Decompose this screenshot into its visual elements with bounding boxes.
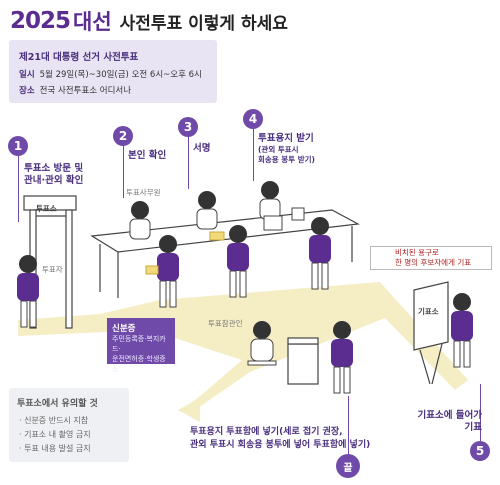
page-title: 2025 대선 사전투표 이렇게 하세요 bbox=[10, 6, 288, 36]
step-4-badge: 4 bbox=[243, 109, 263, 129]
title-election: 대선 bbox=[73, 10, 112, 34]
step-2-label: 본인 확인 bbox=[128, 150, 167, 161]
clerk-figure-3 bbox=[259, 181, 305, 221]
step-5-stem bbox=[480, 384, 481, 441]
clerk-figure-1 bbox=[129, 201, 151, 240]
hint-text: 비치된 용구로 한 명의 후보자에게 기표 bbox=[395, 248, 471, 268]
step-4-sub-line2: 회송용 봉투 받기) bbox=[258, 155, 315, 164]
voter-label: 투표자 bbox=[42, 265, 63, 274]
envelope bbox=[263, 215, 283, 231]
end-stem bbox=[348, 396, 349, 454]
voter-figure-5 bbox=[331, 321, 353, 394]
hint-line-1: 비치된 용구로 bbox=[395, 248, 439, 257]
voter-figure-1 bbox=[17, 255, 39, 328]
observer-label: 투표참관인 bbox=[208, 319, 243, 328]
marking-hint-box: 비치된 용구로 한 명의 후보자에게 기표 bbox=[370, 246, 492, 270]
step-2-badge: 2 bbox=[113, 126, 133, 146]
exit-arrow bbox=[178, 398, 200, 422]
info-date-label: 일시 bbox=[19, 70, 35, 80]
booth-sign-label: 기표소 bbox=[418, 307, 439, 316]
caution-heading: 투표소에서 유의할 것 bbox=[17, 399, 98, 409]
clerk-label: 투표사무원 bbox=[126, 188, 161, 197]
id-line-2: 운전면허증·학생증 등 bbox=[112, 355, 166, 373]
step-4-label: 투표용지 받기 (관외 투표시 회송용 봉투 받기) bbox=[258, 133, 315, 165]
end-badge: 끝 bbox=[336, 454, 360, 478]
voter-figure-6 bbox=[451, 293, 473, 368]
title-subtitle: 사전투표 이렇게 하세요 bbox=[119, 13, 288, 34]
voting-booth bbox=[413, 281, 449, 385]
caution-item-2: · 기표소 내 촬영 금지 bbox=[19, 430, 91, 439]
info-place: 장소 전국 사전투표소 어디서나 bbox=[19, 84, 131, 96]
step-3-label: 서명 bbox=[193, 143, 211, 154]
id-requirements-box: 신분증 주민등록증·복지카드· 운전면허증·학생증 등 bbox=[107, 318, 175, 373]
step-4-stem bbox=[253, 129, 254, 181]
info-date: 일시 5월 29일(목)~30일(금) 오전 6시~오후 6시 bbox=[19, 68, 202, 80]
voter-figure-2 bbox=[145, 235, 179, 308]
id-heading: 신분증 bbox=[112, 324, 136, 334]
observer-figure bbox=[247, 321, 277, 366]
step-6-line-1: 투표용지 투표함에 넣기(세로 접기 권장, bbox=[190, 427, 343, 437]
step-3-badge: 3 bbox=[178, 117, 198, 137]
info-date-value: 5월 29일(목)~30일(금) 오전 6시~오후 6시 bbox=[39, 70, 202, 80]
info-place-value: 전국 사전투표소 어디서나 bbox=[39, 86, 132, 96]
id-line-1: 주민등록증·복지카드· bbox=[112, 335, 166, 353]
title-year: 2025 bbox=[10, 8, 71, 34]
voter-figure-3 bbox=[227, 225, 249, 298]
info-box: 제21대 대통령 선거 사전투표 일시 5월 29일(목)~30일(금) 오전 6… bbox=[9, 40, 217, 103]
hint-line-2: 한 명의 후보자에게 기표 bbox=[395, 258, 472, 267]
step-5-badge: 5 bbox=[470, 441, 490, 461]
step-5-label-line2: 기표 bbox=[464, 422, 482, 433]
step-1-label-line1: 투표소 방문 및 bbox=[24, 163, 84, 174]
walk-path bbox=[18, 282, 468, 412]
step-1-label-line2: 관내·관외 확인 bbox=[24, 175, 84, 186]
info-place-label: 장소 bbox=[19, 86, 35, 96]
paper-sheet bbox=[209, 231, 225, 241]
voter-figure-4 bbox=[309, 217, 331, 290]
step-5-label-line1: 기표소에 들어가 bbox=[417, 410, 483, 421]
step-4-label-line1: 투표용지 받기 bbox=[258, 133, 314, 144]
station-sign-label: 투표소 bbox=[36, 204, 57, 213]
step-4-sub-line1: (관외 투표시 bbox=[258, 145, 299, 154]
caution-item-3: · 투표 내용 발설 금지 bbox=[19, 444, 91, 453]
step-2-stem bbox=[123, 146, 124, 198]
caution-item-1: · 신분증 반드시 지참 bbox=[19, 416, 89, 425]
step-1-label: 투표소 방문 및 관내·관외 확인 bbox=[24, 163, 83, 187]
caution-box: 투표소에서 유의할 것 · 신분증 반드시 지참 · 기표소 내 촬영 금지 ·… bbox=[9, 388, 129, 462]
step-3-stem bbox=[188, 137, 189, 189]
step-1-stem bbox=[18, 156, 19, 222]
info-heading: 제21대 대통령 선거 사전투표 bbox=[19, 52, 139, 63]
clerk-figure-2 bbox=[196, 191, 218, 230]
step-5-label: 기표소에 들어가 기표 bbox=[412, 410, 483, 434]
step-1-badge: 1 bbox=[8, 136, 28, 156]
ballot-box bbox=[287, 337, 319, 385]
step-6-line-2: 관외 투표시 회송용 봉투에 넣어 투표함에 넣기) bbox=[190, 440, 371, 450]
step-6-label: 투표용지 투표함에 넣기(세로 접기 권장, 관외 투표시 회송용 봉투에 넣어… bbox=[190, 426, 370, 452]
